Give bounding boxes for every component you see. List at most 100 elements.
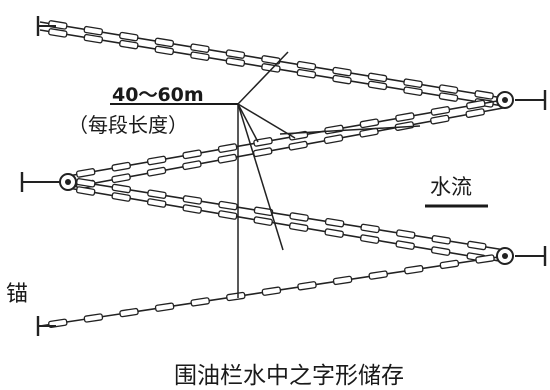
boom-float-segment <box>111 173 131 184</box>
boom-float-segment <box>465 108 485 118</box>
boom-float-segment <box>474 90 494 100</box>
boom-float-segment <box>154 37 175 48</box>
boom-float-segment <box>154 302 175 312</box>
boom-float-segment <box>119 39 139 50</box>
boom-float-segment <box>190 43 210 53</box>
boom-float-segment <box>289 212 309 222</box>
boom-float-segment <box>253 206 274 217</box>
boom-float-segment <box>190 297 210 307</box>
boom-float-segment <box>332 74 352 85</box>
boom-float-segment <box>359 127 379 138</box>
boom-float-segment <box>48 28 68 38</box>
boom-float-segment <box>367 80 388 91</box>
boom-float-segment <box>182 149 202 160</box>
anchor-buoy-icon <box>496 247 514 265</box>
boom-float-segment <box>395 229 416 239</box>
boom-float-segment <box>147 189 167 199</box>
boom-float-segment <box>431 235 451 245</box>
boom-float-segment <box>154 45 175 56</box>
boom-line <box>39 254 506 328</box>
boom-float-segment <box>217 153 238 164</box>
boom-float-segment <box>403 78 423 88</box>
boom-float-segment <box>146 166 167 177</box>
boom-float-segment <box>403 86 423 96</box>
boom-float-segment <box>439 259 460 270</box>
boom-line <box>67 178 506 251</box>
boom-float-segment <box>430 246 451 256</box>
boom-float-segment <box>475 254 495 264</box>
boom-float-segment <box>438 84 459 94</box>
boom-float-segment <box>395 112 415 122</box>
boom-float-segment <box>217 210 238 220</box>
boom-float-segment <box>359 234 380 244</box>
boom-float-segment <box>288 222 309 232</box>
boom-float-segment <box>296 60 317 71</box>
anchor-buoy-icon <box>59 173 77 191</box>
boom-float-segment <box>218 200 238 211</box>
boom-float-segment <box>367 72 388 83</box>
boom-float-segment <box>83 25 104 36</box>
segment-note-label: （每段长度） <box>68 113 188 137</box>
boom-float-segment <box>368 270 388 280</box>
boom-float-segment <box>430 106 451 116</box>
anchor-buoys <box>59 91 514 265</box>
boom-float-segment <box>324 228 344 238</box>
boom-line <box>67 186 506 263</box>
diagram-caption: 围油栏水中之字形储存 <box>174 363 404 389</box>
label-leader-lines <box>237 51 421 298</box>
boom-float-segment <box>261 286 282 296</box>
anchor-icon <box>515 246 547 266</box>
boom-float-segment <box>332 275 353 286</box>
boom-float-segment <box>182 204 202 214</box>
boom-float-segment <box>226 291 246 302</box>
boom-float-segment <box>75 168 96 178</box>
boom-float-segment <box>288 140 308 151</box>
boom-float-segment <box>438 92 459 102</box>
boom-float-segment <box>466 99 486 110</box>
segment-length-label: 40～60m <box>112 84 204 106</box>
boom-float-segment <box>297 281 317 291</box>
boom-float-segment <box>404 265 424 275</box>
anchor-icon <box>36 316 56 336</box>
boom-float-segment <box>252 147 273 158</box>
boom-float-segment <box>111 161 131 172</box>
boom-float-segment <box>332 66 352 77</box>
boom-float-segment <box>467 240 487 251</box>
boom-float-segment <box>360 223 380 234</box>
anchor-markers <box>20 16 547 336</box>
anchor-buoy-icon <box>496 91 514 109</box>
boom-float-segment <box>323 134 344 145</box>
water-flow-label: 水流 <box>430 175 472 199</box>
boom-float-segment <box>395 240 415 250</box>
boom-float-segment <box>83 33 104 44</box>
boom-float-segment <box>190 51 210 61</box>
boom-float-segment <box>359 118 380 129</box>
boom-line <box>39 28 504 108</box>
anchor-icon <box>36 16 56 36</box>
boom-float-segment <box>182 160 202 171</box>
boom-float-segment <box>324 217 345 228</box>
boom-float-segment <box>119 307 139 318</box>
boom-float-segment <box>75 186 96 196</box>
anchor-label: 锚 <box>6 282 28 307</box>
boom-float-segment <box>430 114 450 125</box>
boom-float-segment <box>182 195 203 205</box>
boom-float-segment <box>253 137 273 147</box>
anchor-icon <box>515 90 547 110</box>
boom-float-segment <box>253 216 273 226</box>
boom-float-segment <box>146 155 167 166</box>
boom-line <box>39 20 504 100</box>
boom-float-segment <box>225 49 246 59</box>
boom-float-segment <box>225 57 246 67</box>
boom-lines <box>39 20 506 328</box>
boom-float-segment <box>111 192 131 202</box>
boom-float-segment <box>83 313 104 323</box>
boom-float-segment <box>217 143 238 153</box>
boom-float-segment <box>296 68 317 79</box>
boom-float-segment <box>324 124 344 135</box>
boom-float-segment <box>119 31 139 42</box>
boom-line <box>67 99 504 178</box>
boom-float-segment <box>261 63 281 73</box>
boom-float-segment <box>146 198 167 208</box>
